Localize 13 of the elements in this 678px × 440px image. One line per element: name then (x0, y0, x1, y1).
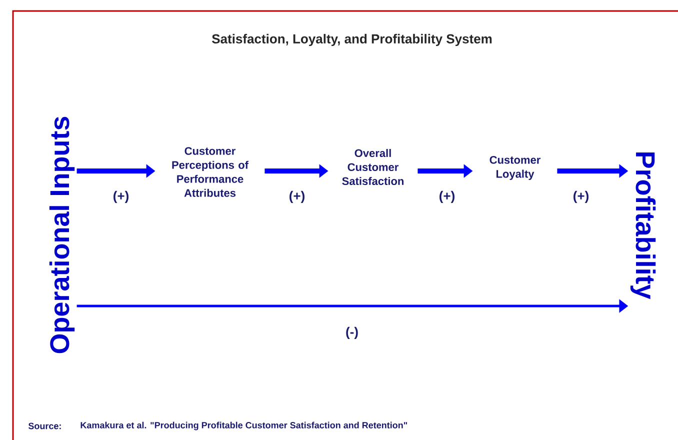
vertical-label: Operational Inputs (49, 116, 75, 354)
title: Satisfaction, Loyalty, and Profitability System (212, 34, 492, 46)
source-note: Kamakura et al. "Producing Profitable Customer Satisfaction and Retention" (80, 422, 408, 430)
source-note: Source: (28, 422, 61, 430)
vertical-label: Profitability (630, 152, 656, 300)
stage-label: Overall Customer Satisfaction (342, 148, 404, 186)
edge-label: (+) (114, 190, 128, 204)
edge-label: (+) (574, 190, 588, 204)
edge-label: (-) (346, 326, 358, 340)
stage-label: Customer Loyalty (490, 156, 540, 180)
edge-label: (+) (290, 190, 304, 204)
stage-label: Customer Perceptions of Performance Attributes (172, 147, 249, 197)
edge-label: (+) (440, 190, 454, 204)
